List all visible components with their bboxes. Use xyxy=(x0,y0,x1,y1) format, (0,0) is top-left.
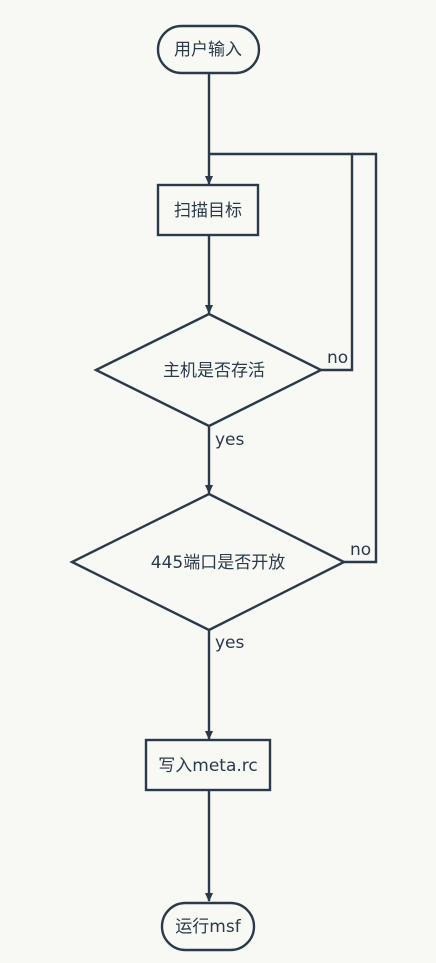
edge-label-port-yes: yes xyxy=(215,633,245,653)
node-alive: 主机是否存活 xyxy=(93,312,324,428)
run-terminator xyxy=(160,901,256,952)
edge-label-alive-no: no xyxy=(327,348,348,368)
start-terminator xyxy=(156,24,261,75)
node-write: 写入meta.rc xyxy=(144,738,272,792)
port-label: 445端口是否开放 xyxy=(151,553,285,573)
scan-process-box xyxy=(156,183,260,237)
edge-port-no-loop xyxy=(344,152,378,564)
edge-label-alive-yes: yes xyxy=(215,430,245,450)
alive-decision-diamond xyxy=(93,312,324,428)
node-start: 用户输入 xyxy=(156,24,261,75)
node-run: 运行msf xyxy=(160,901,256,952)
node-port: 445端口是否开放 xyxy=(69,492,347,632)
scan-label: 扫描目标 xyxy=(174,201,242,221)
edge-label-port-no: no xyxy=(350,540,371,560)
start-label: 用户输入 xyxy=(174,40,242,60)
alive-label: 主机是否存活 xyxy=(163,361,265,381)
node-scan: 扫描目标 xyxy=(156,183,260,237)
run-label: 运行msf xyxy=(175,917,241,937)
port-decision-diamond xyxy=(69,492,347,632)
write-label: 写入meta.rc xyxy=(158,756,257,776)
edge-alive-no-loop xyxy=(209,152,354,372)
write-process-box xyxy=(144,738,272,792)
